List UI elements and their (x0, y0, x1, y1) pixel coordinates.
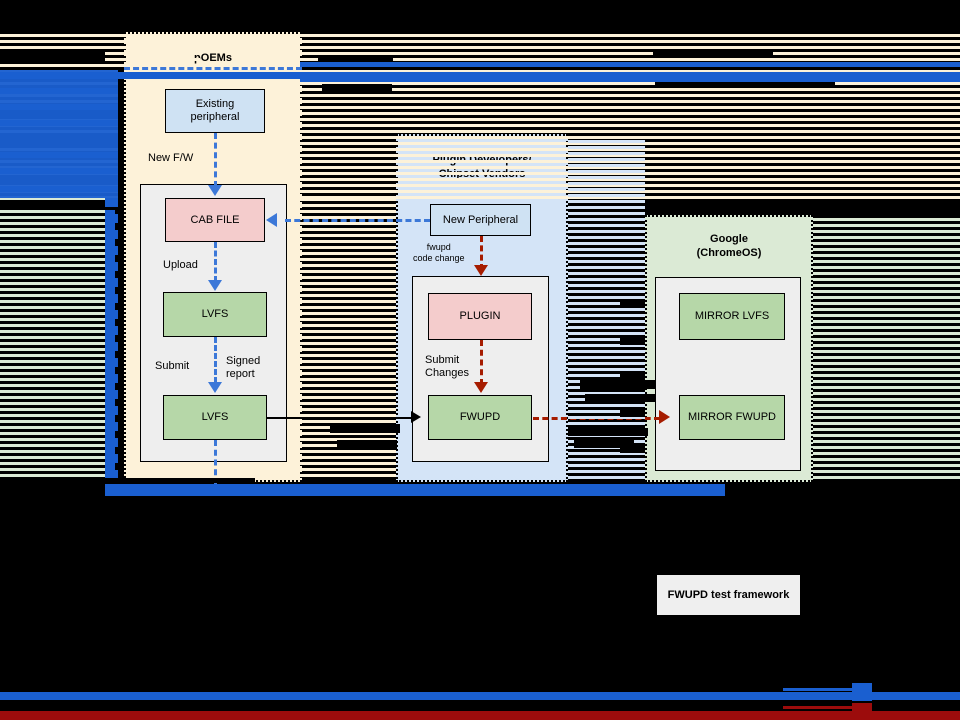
node-lvfs-upload: LVFS (163, 292, 267, 337)
edge-label-upload: Upload (163, 259, 198, 271)
arrow-newperipheral-to-plugin-line (480, 236, 483, 270)
edge-label-submit-changes: Submit Changes (425, 354, 470, 379)
arrow-lvfs-to-lvfs-line (214, 337, 217, 383)
legend-fwupd-test-framework-label: FWUPD test framework (667, 589, 790, 601)
arrow-lvfs-to-bottom-line (214, 440, 217, 485)
node-plugin: PLUGIN (428, 293, 532, 340)
node-plugin-label: PLUGIN (459, 310, 501, 322)
arrow-cab-to-lvfs-line (214, 242, 217, 282)
edge-label-new-fw: New F/W (148, 152, 194, 164)
node-cab-file-label: CAB FILE (190, 213, 240, 226)
arrow-newperipheral-to-plugin-head (474, 265, 488, 276)
swimlane-plugin-developers-title: Plugin Developers/ Chipset Vendors (432, 154, 532, 180)
node-new-peripheral: New Peripheral (430, 204, 531, 236)
arrow-fwupd-to-mirror-line (533, 417, 660, 420)
arrow-cab-to-lvfs-head (208, 280, 222, 291)
arrow-newperipheral-to-cab-line (285, 219, 430, 222)
arrow-fwupd-to-mirror-head (659, 410, 670, 424)
swimlane-google-title: Google (ChromeOS) (696, 233, 762, 259)
node-mirror-fwupd-label: MIRROR FWUPD (688, 411, 776, 423)
node-mirror-lvfs-label: MIRROR LVFS (694, 310, 770, 322)
node-fwupd: FWUPD (428, 395, 532, 440)
arrow-plugin-to-fwupd-line (480, 340, 483, 385)
node-existing-peripheral: Existing peripheral (165, 89, 265, 133)
node-cab-file: CAB FILE (165, 198, 265, 242)
node-lvfs-upload-label: LVFS (201, 308, 229, 320)
edge-label-signed-report: Signed report (226, 355, 261, 380)
legend-fwupd-test-framework: FWUPD test framework (657, 575, 800, 615)
arrow-existing-to-cab-head (208, 185, 222, 196)
arrow-lvfs-to-lvfs-head (208, 382, 222, 393)
arrow-newperipheral-to-cab-head (266, 213, 277, 227)
node-mirror-lvfs: MIRROR LVFS (679, 293, 785, 340)
arrow-lvfs-to-fwupd-line (267, 417, 412, 419)
node-new-peripheral-label: New Peripheral (442, 213, 519, 226)
node-lvfs-submit-label: LVFS (201, 411, 229, 423)
edge-label-submit: Submit (155, 360, 190, 372)
node-fwupd-label: FWUPD (459, 411, 501, 423)
node-existing-peripheral-label: Existing peripheral (190, 98, 240, 123)
node-lvfs-submit: LVFS (163, 395, 267, 440)
edge-label-fwupd-code-change: fwupd code change (413, 242, 465, 263)
poems-top-dashed-divider (124, 67, 302, 70)
arrow-plugin-to-fwupd-head (474, 382, 488, 393)
arrow-existing-to-cab-line (214, 133, 217, 187)
arrow-lvfs-to-fwupd-head (411, 411, 421, 423)
node-mirror-fwupd: MIRROR FWUPD (679, 395, 785, 440)
swimlane-poems-title: pOEMs (194, 52, 232, 64)
